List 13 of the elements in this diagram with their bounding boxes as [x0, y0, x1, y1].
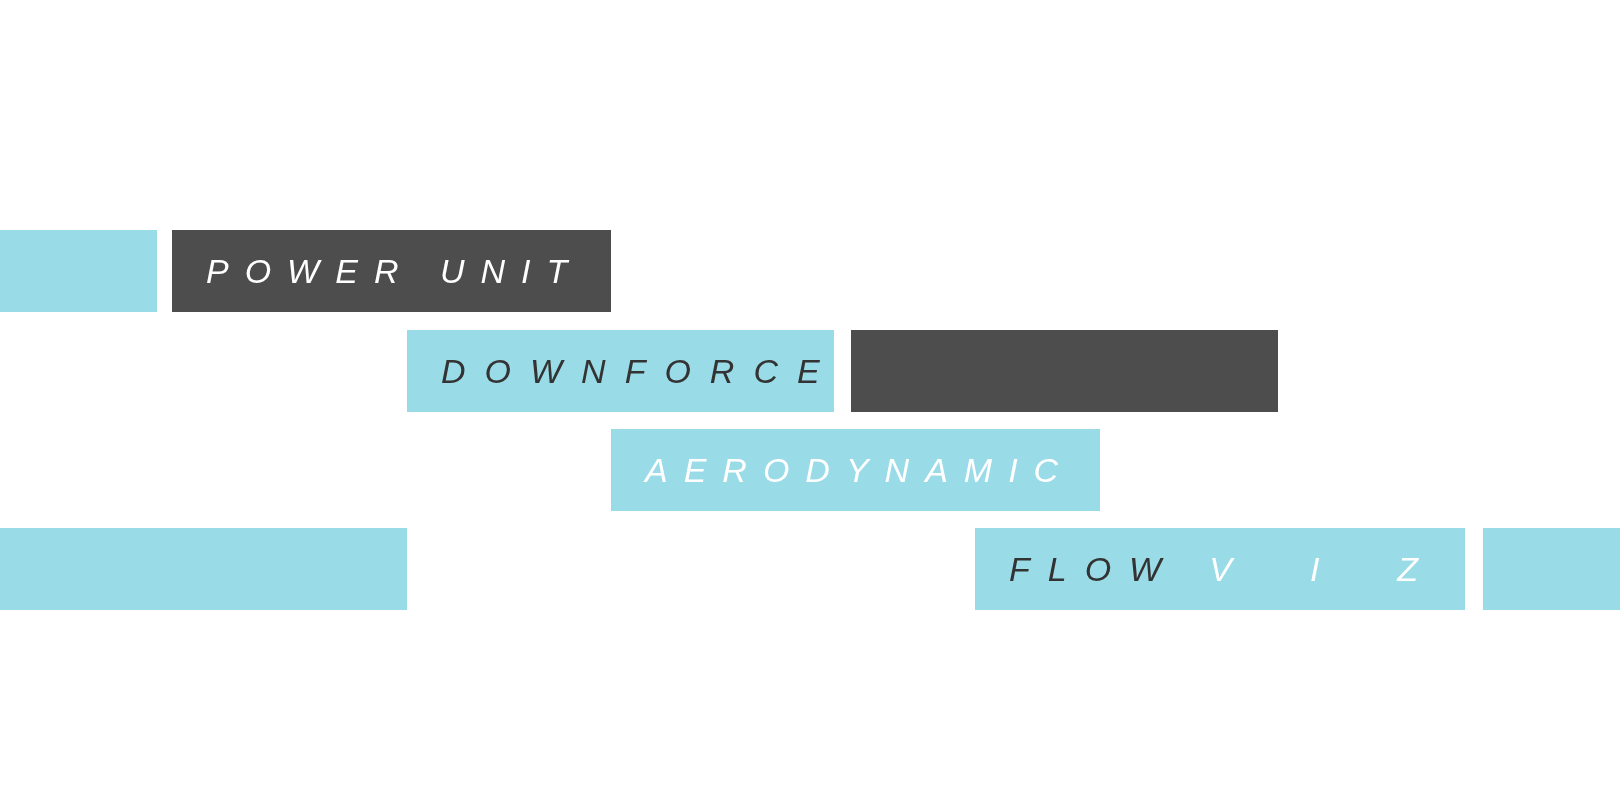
- bar-text: AERODYNAMIC: [645, 450, 1075, 490]
- bar-text: VIZ: [1209, 549, 1497, 589]
- color-bar: [0, 230, 157, 312]
- color-bar: [851, 330, 1278, 412]
- color-bar: [1483, 528, 1620, 610]
- label-bar: [611, 429, 1100, 511]
- bar-text: DOWNFORCE: [441, 351, 839, 391]
- label-bar: [407, 330, 834, 412]
- bar-text: POWER UNIT: [206, 251, 584, 291]
- label-bar: [172, 230, 611, 312]
- bar-text: FLOW: [1009, 549, 1180, 589]
- label-bar: [975, 528, 1465, 610]
- color-bar: [0, 528, 407, 610]
